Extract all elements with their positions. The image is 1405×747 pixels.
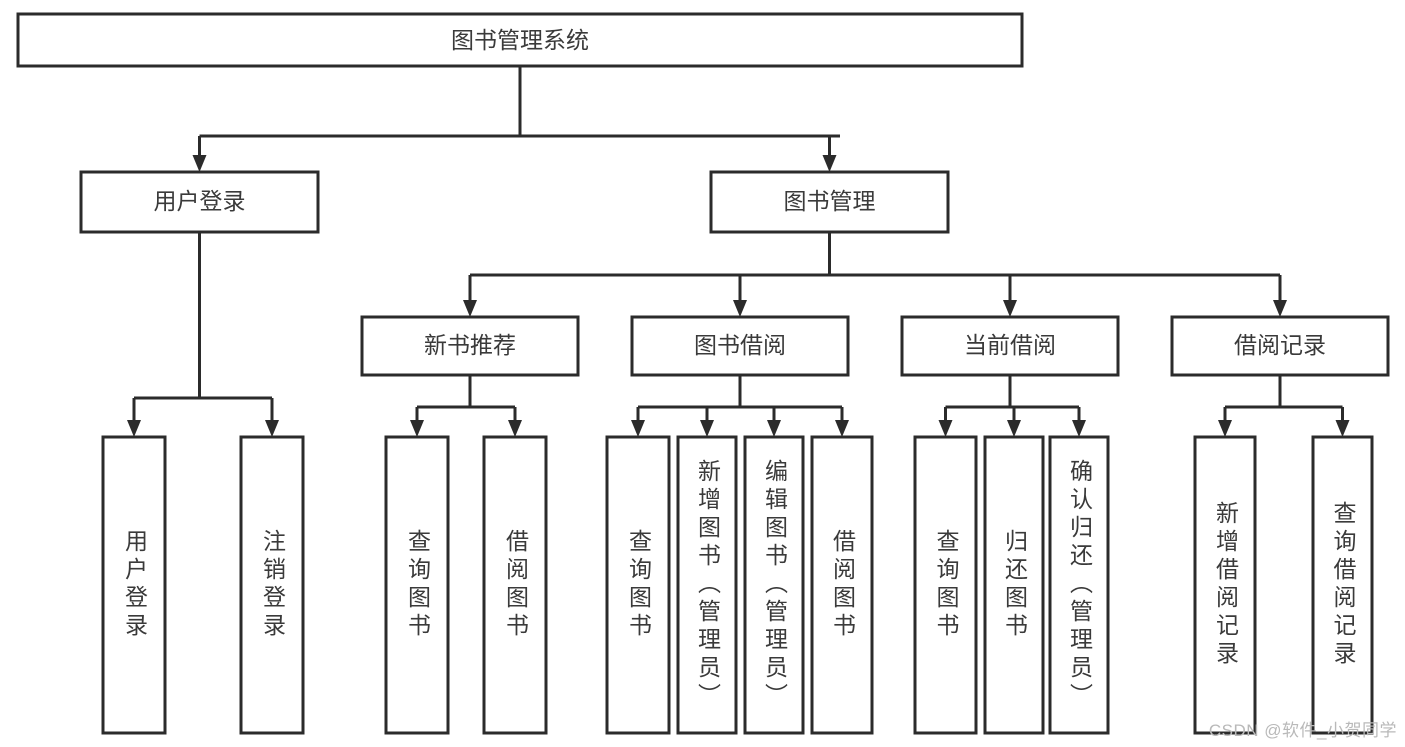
- connector-layer: [127, 66, 1350, 437]
- leaf-box-nbr-borrow-book[interactable]: [482, 435, 548, 735]
- node-borrow-record-label: 借阅记录: [1234, 332, 1326, 358]
- node-root-label: 图书管理系统: [451, 27, 589, 53]
- arrow-head-icon: [1003, 300, 1017, 317]
- arrow-head-icon: [767, 420, 781, 437]
- edge-user-login-to-leaves: [127, 232, 279, 437]
- arrow-head-icon: [1007, 420, 1021, 437]
- arrow-head-icon: [508, 420, 522, 437]
- node-book-manage[interactable]: 图书管理: [709, 170, 950, 234]
- leaf-box-bb-query-book[interactable]: [605, 435, 671, 735]
- leaf-box-cb-return-book[interactable]: [983, 435, 1045, 735]
- node-layer: 图书管理系统 用户登录 图书管理 新书推荐 图书借阅 当前: [16, 12, 1390, 735]
- node-new-book-recommend-label: 新书推荐: [424, 332, 516, 358]
- node-current-borrow-label: 当前借阅: [964, 332, 1056, 358]
- arrow-head-icon: [1335, 420, 1350, 437]
- arrow-head-icon: [1072, 420, 1086, 437]
- arrow-head-icon: [1218, 420, 1232, 437]
- leaf-box-bb-borrow-book[interactable]: [810, 435, 874, 735]
- arrow-head-icon: [463, 300, 477, 317]
- node-book-borrow-label: 图书借阅: [694, 332, 786, 358]
- arrow-head-icon: [410, 420, 424, 437]
- edge-borrow-record-to-leaves: [1218, 375, 1350, 437]
- node-book-borrow[interactable]: 图书借阅: [630, 315, 850, 377]
- leaf-box-bb-edit-book[interactable]: [743, 435, 805, 735]
- arrow-head-icon: [835, 420, 849, 437]
- node-user-login-label: 用户登录: [154, 188, 246, 214]
- leaf-box-cb-confirm-return[interactable]: [1048, 435, 1110, 735]
- leaf-box-cb-query-book[interactable]: [913, 435, 978, 735]
- leaf-box-nbr-query-book[interactable]: [384, 435, 450, 735]
- leaf-box-bb-add-book[interactable]: [676, 435, 738, 735]
- arrow-head-icon: [700, 420, 714, 437]
- arrow-head-icon: [127, 420, 141, 437]
- arrow-head-icon: [265, 420, 279, 437]
- node-book-manage-label: 图书管理: [784, 188, 876, 214]
- edge-book-borrow-to-leaves: [631, 375, 849, 437]
- node-borrow-record[interactable]: 借阅记录: [1170, 315, 1390, 377]
- arrow-head-icon: [822, 155, 837, 172]
- node-current-borrow[interactable]: 当前借阅: [900, 315, 1120, 377]
- arrow-head-icon: [733, 300, 747, 317]
- leaf-box-br-add-record[interactable]: [1193, 435, 1257, 735]
- node-root[interactable]: 图书管理系统: [16, 12, 1024, 68]
- leaf-box-user-login[interactable]: [101, 435, 167, 735]
- edge-current-borrow-to-leaves: [938, 375, 1086, 437]
- leaf-box-user-logout[interactable]: [239, 435, 305, 735]
- arrow-head-icon: [631, 420, 645, 437]
- edge-root-to-level2: [192, 66, 840, 172]
- edge-new-book-rec-to-leaves: [410, 375, 522, 437]
- arrow-head-icon: [1273, 300, 1287, 317]
- edge-book-manage-to-level3: [463, 232, 1287, 317]
- arrow-head-icon: [938, 420, 953, 437]
- node-user-login[interactable]: 用户登录: [79, 170, 320, 234]
- arrow-head-icon: [192, 155, 207, 172]
- node-new-book-recommend[interactable]: 新书推荐: [360, 315, 580, 377]
- leaf-box-br-query-record[interactable]: [1311, 435, 1374, 735]
